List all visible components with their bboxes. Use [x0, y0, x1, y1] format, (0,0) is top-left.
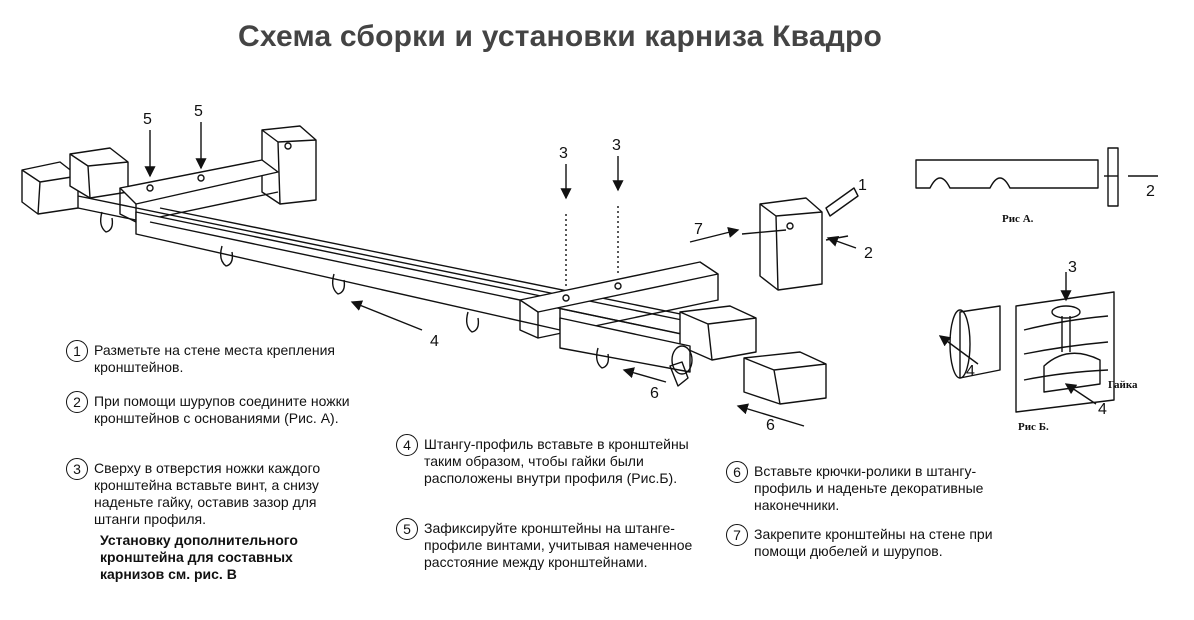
- callout-5a: 5: [143, 111, 152, 128]
- additional-bracket-note: Установку дополнительного кронштейна для…: [100, 532, 298, 582]
- step-text: Вставьте крючки-ролики в штангу-профиль …: [754, 463, 984, 513]
- arrow-4r: [938, 335, 979, 365]
- step-number: 7: [726, 524, 748, 546]
- arrow-4r2: [1064, 383, 1097, 405]
- step-4: 4 Штангу-профиль вставьте в кронштейны т…: [396, 434, 696, 487]
- step-number: 2: [66, 391, 88, 413]
- wall-base-left: [261, 125, 317, 205]
- step-6: 6 Вставьте крючки-ролики в штангу-профил…: [726, 461, 1026, 514]
- step-2: 2 При помощи шурупов соедините ножки кро…: [66, 391, 366, 427]
- fig-b-drawing: [949, 291, 1115, 413]
- nut-label: Гайка: [1108, 379, 1138, 391]
- fig-a-caption: Рис А.: [1002, 213, 1034, 225]
- callout-3b: 3: [612, 137, 621, 154]
- callout-3a: 3: [559, 145, 568, 162]
- step-number: 4: [396, 434, 418, 456]
- wall-plate: [741, 187, 859, 291]
- step-3: 3 Сверху в отверстия ножки каждого кронш…: [66, 458, 366, 528]
- profile-rail-front: [135, 211, 561, 331]
- arrow-6a: [622, 367, 667, 383]
- callout-6b: 6: [766, 417, 775, 434]
- arrow-7: [689, 226, 740, 243]
- callout-4: 4: [430, 333, 439, 350]
- rod-tube: [559, 317, 691, 373]
- step-text: Зафиксируйте кронштейны на штанге-профил…: [424, 520, 693, 570]
- arrow-4: [350, 300, 423, 331]
- callout-6a: 6: [650, 385, 659, 402]
- callout-2: 2: [864, 245, 873, 262]
- arrow-2: [826, 236, 857, 249]
- end-cap-right: [679, 305, 827, 405]
- hooks: [99, 211, 689, 387]
- step-number: 5: [396, 518, 418, 540]
- step-number: 1: [66, 340, 88, 362]
- step-text: Разметьте на стене места крепления кронш…: [94, 342, 335, 375]
- callout-7: 7: [694, 221, 703, 238]
- step-text: Закрепите кронштейны на стене при помощи…: [754, 526, 993, 559]
- page-title: Схема сборки и установки карниза Квадро: [237, 20, 883, 53]
- step-number: 3: [66, 458, 88, 480]
- step-number: 6: [726, 461, 748, 483]
- arrow-6b: [736, 403, 805, 427]
- step-7: 7 Закрепите кронштейны на стене при помо…: [726, 524, 1026, 560]
- step-1: 1 Разметьте на стене места крепления кро…: [66, 340, 376, 376]
- callout-3-right: 3: [1068, 259, 1077, 276]
- fig-a-drawing: [915, 147, 1158, 207]
- fig-b-caption: Рис Б.: [1018, 421, 1049, 433]
- callout-2-right: 2: [1146, 183, 1155, 200]
- step-text: При помощи шурупов соедините ножки кронш…: [94, 393, 350, 426]
- callout-1: 1: [858, 177, 867, 194]
- callout-4-right: 4: [966, 363, 975, 380]
- step-text: Штангу-профиль вставьте в кронштейны так…: [424, 436, 689, 486]
- step-5: 5 Зафиксируйте кронштейны на штанге-проф…: [396, 518, 696, 571]
- end-cap-left: [21, 147, 129, 215]
- callout-4-right-2: 4: [1098, 401, 1107, 418]
- step-text: Сверху в отверстия ножки каждого кронште…: [94, 460, 321, 527]
- callout-5b: 5: [194, 103, 203, 120]
- bracket-arm-left: [119, 159, 279, 205]
